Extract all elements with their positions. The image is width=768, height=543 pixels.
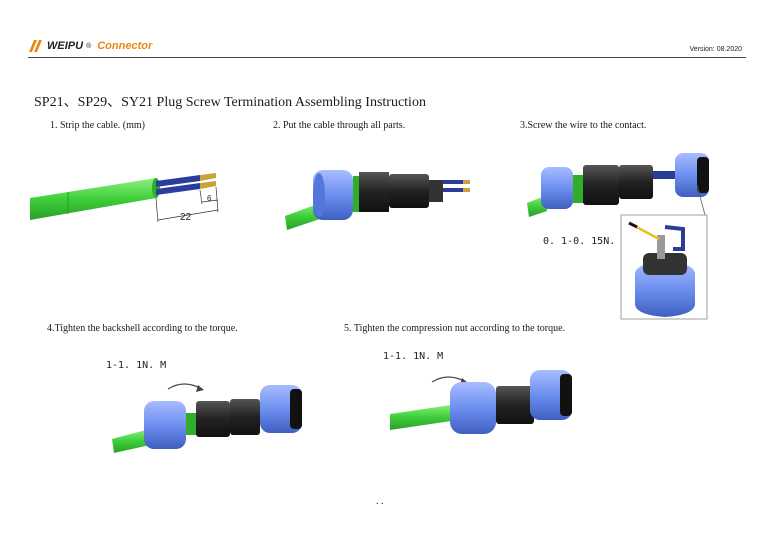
backshell-front xyxy=(619,165,653,199)
dimension-line xyxy=(156,198,158,222)
wire-2 xyxy=(443,188,463,192)
footer-marks: . . xyxy=(376,496,384,507)
page-title: SP21、SP29、SY21 Plug Screw Termination As… xyxy=(34,91,426,111)
step-4-illustration xyxy=(110,375,320,465)
compression-nut xyxy=(450,382,496,434)
backshell-thread xyxy=(359,172,389,212)
rotate-arrow-icon xyxy=(168,384,202,389)
brand-connector-word: Connector xyxy=(97,40,152,52)
weipu-logo-icon xyxy=(28,39,44,53)
backshell-front xyxy=(230,399,260,435)
compression-nut xyxy=(541,167,573,209)
step-2-illustration xyxy=(283,150,483,240)
step-4-label: 4.Tighten the backshell according to the… xyxy=(47,323,238,334)
insert-face xyxy=(697,157,709,193)
backshell xyxy=(389,174,429,208)
step-3-illustration xyxy=(525,145,725,325)
cable xyxy=(390,404,458,430)
dimension-22: 22 xyxy=(180,212,192,223)
step-4-torque: 1-1. 1N. M xyxy=(106,360,166,371)
contact-holder xyxy=(429,180,443,202)
cable-sheath xyxy=(30,178,156,220)
step-1-illustration: 22 6 xyxy=(28,150,258,240)
wire xyxy=(653,171,675,179)
step-2-label: 2. Put the cable through all parts. xyxy=(273,120,405,131)
dimension-6: 6 xyxy=(207,194,212,203)
version-label: Version: 08.2020 xyxy=(689,46,742,53)
connector-face xyxy=(290,389,302,429)
brand-registered-mark: ® xyxy=(86,43,91,50)
wire-core-2 xyxy=(463,188,470,192)
step-5-torque: 1-1. 1N. M xyxy=(383,351,443,362)
rotate-arrow-icon xyxy=(432,377,466,382)
wire-core-1 xyxy=(463,180,470,184)
cable-segment xyxy=(573,175,583,203)
brand-name: WEIPU xyxy=(47,40,83,52)
backshell xyxy=(583,165,619,205)
compression-nut-face xyxy=(313,173,325,217)
wire-1 xyxy=(443,180,463,184)
backshell xyxy=(196,401,230,437)
backshell xyxy=(496,386,534,424)
wire-core-2 xyxy=(200,181,216,189)
weipu-logo: WEIPU® Connector xyxy=(28,39,152,53)
dimension-line xyxy=(200,190,202,204)
step-5-illustration xyxy=(388,368,588,458)
dimension-line xyxy=(216,187,218,212)
compression-nut xyxy=(144,401,186,449)
header-divider xyxy=(28,57,746,58)
step-3-label: 3.Screw the wire to the contact. xyxy=(520,120,646,131)
connector-face xyxy=(560,374,572,416)
wire-core-1 xyxy=(200,173,216,181)
step-1-label: 1. Strip the cable. (mm) xyxy=(50,120,145,131)
